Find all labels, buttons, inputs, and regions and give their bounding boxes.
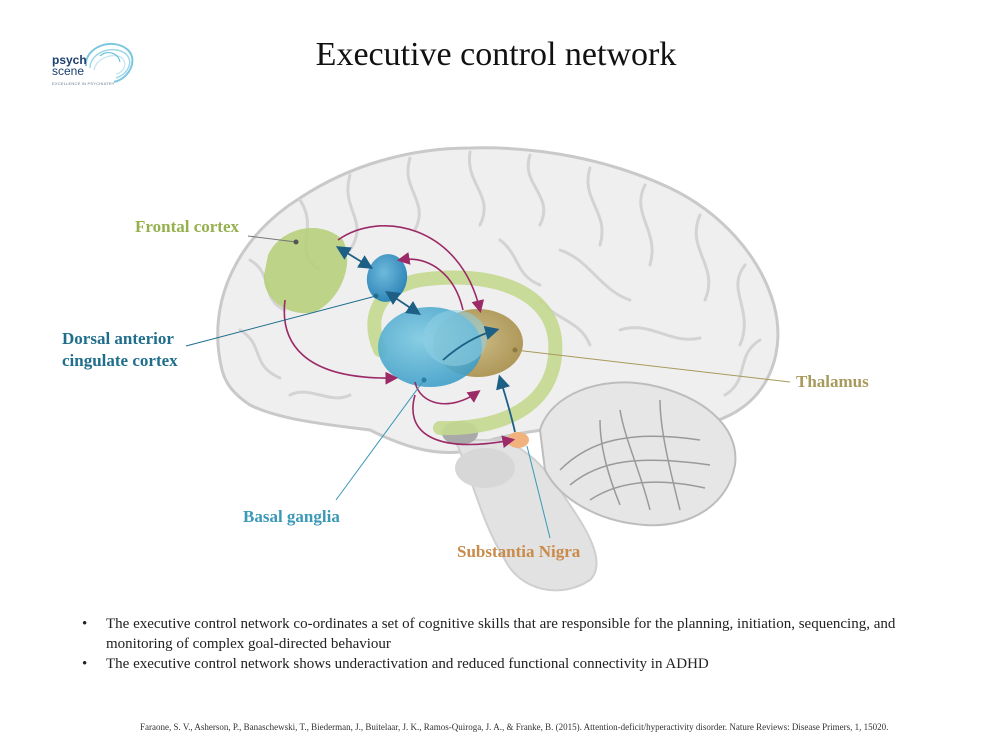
- arrow-dacc-basal: [385, 291, 421, 315]
- arrow-frontal-to-basal: [283, 299, 399, 385]
- logo-word-psych: psych: [52, 53, 87, 67]
- label-dacc-line2: cingulate cortex: [62, 351, 178, 370]
- bullet-text: The executive control network co-ordinat…: [106, 616, 896, 652]
- bullet-item: • The executive control network co-ordin…: [82, 614, 902, 654]
- arrow-frontal-to-thalamus: [337, 225, 485, 314]
- brain-small-structure: [455, 448, 515, 488]
- arrow-frontal-dacc: [335, 246, 374, 269]
- label-basal-ganglia: Basal ganglia: [243, 507, 340, 526]
- bullet-marker: •: [82, 616, 88, 632]
- label-dacc-line1: Dorsal anterior: [62, 329, 174, 348]
- label-substantia-nigra: Substantia Nigra: [457, 542, 581, 561]
- logo-swirl-icon: [84, 42, 134, 83]
- leader-lines: [185, 235, 791, 539]
- dacc-region: [366, 254, 408, 302]
- logo-word-scene: scene: [52, 64, 85, 78]
- label-thalamus: Thalamus: [796, 372, 869, 391]
- basal-ganglia-inner: [423, 310, 487, 366]
- page-title: Executive control network: [315, 36, 677, 73]
- bullet-item: • The executive control network shows un…: [82, 654, 902, 674]
- arrow-basal-to-sn: [412, 394, 516, 449]
- bullet-text: The executive control network shows unde…: [106, 656, 709, 672]
- label-frontal-cortex: Frontal cortex: [135, 217, 240, 236]
- frontal-cortex-region: [263, 227, 348, 314]
- arrow-thalamus-to-dacc: [396, 252, 464, 311]
- citation: Faraone, S. V., Asherson, P., Banaschews…: [140, 722, 889, 732]
- arrow-basal-to-thalamus: [442, 325, 500, 361]
- psychscene-logo: psych scene EXCELLENCE IN PSYCHIATRY: [46, 36, 142, 96]
- label-dorsal-anterior-cingulate-cortex: Dorsal anterior cingulate cortex: [62, 328, 178, 372]
- arrow-sn-to-thalamus: [496, 374, 516, 433]
- bullet-list: • The executive control network co-ordin…: [82, 614, 902, 674]
- bullet-marker: •: [82, 656, 88, 672]
- cerebellum: [538, 381, 737, 527]
- logo-tagline: EXCELLENCE IN PSYCHIATRY: [52, 81, 115, 86]
